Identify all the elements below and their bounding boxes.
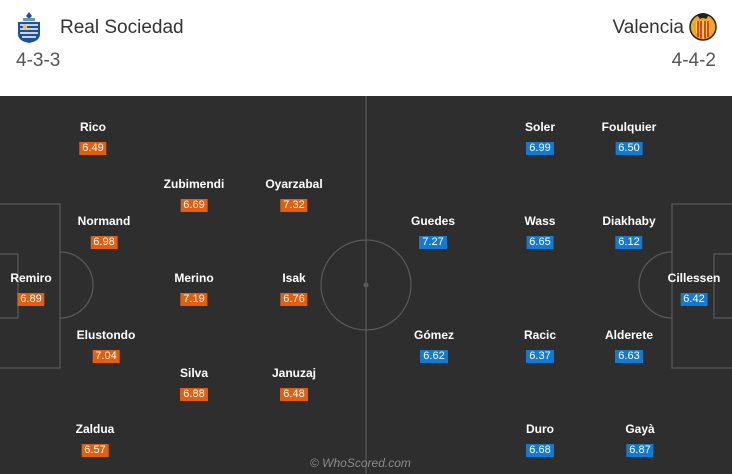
player-rating: 6.89 — [17, 293, 45, 306]
player-duro[interactable]: Duro 6.68 — [526, 422, 554, 457]
player-rating: 6.37 — [526, 350, 554, 363]
player-rating: 6.65 — [526, 236, 554, 249]
player-rating: 7.32 — [280, 199, 308, 212]
player-rating: 7.19 — [180, 293, 208, 306]
player-foulquier[interactable]: Foulquier 6.50 — [601, 120, 657, 155]
player-merino[interactable]: Merino 7.19 — [174, 271, 214, 306]
player-rating: 6.88 — [180, 388, 208, 401]
player-diakhaby[interactable]: Diakhaby 6.12 — [602, 214, 656, 249]
player-januzaj[interactable]: Januzaj 6.48 — [271, 366, 317, 401]
player-wass[interactable]: Wass 6.65 — [524, 214, 556, 249]
match-header: Real Sociedad 4-3-3 Valencia 4-4-2 — [0, 0, 732, 96]
player-rating: 6.99 — [526, 142, 554, 155]
player-rating: 6.49 — [79, 142, 107, 155]
player-oyarzabal[interactable]: Oyarzabal 7.32 — [265, 177, 323, 212]
watermark: © WhoScored.com — [310, 456, 411, 470]
player-silva[interactable]: Silva 6.88 — [179, 366, 209, 401]
player-isak[interactable]: Isak 6.76 — [280, 271, 308, 307]
pitch-markings — [0, 96, 732, 474]
player-rating: 6.42 — [680, 293, 708, 306]
valencia-crest-icon[interactable] — [688, 10, 718, 44]
player-rating: 6.48 — [280, 388, 308, 401]
player-rating: 6.69 — [180, 199, 208, 212]
player-zubimendi[interactable]: Zubimendi 6.69 — [163, 177, 225, 212]
player-rating: 6.62 — [420, 350, 448, 363]
player-rating: 6.12 — [615, 236, 643, 249]
player-rating: 6.76 — [280, 293, 308, 306]
player-alderete[interactable]: Alderete 6.63 — [604, 328, 654, 363]
player-cillessen[interactable]: Cillessen 6.42 — [667, 271, 721, 306]
pitch: Rico 6.49 Zubimendi 6.69 Oyarzabal 7.32 … — [0, 96, 732, 474]
player-rating: 6.87 — [626, 444, 654, 457]
player-remiro[interactable]: Remiro 6.89 — [10, 271, 52, 306]
away-team-name[interactable]: Valencia — [612, 17, 684, 38]
player-zaldua[interactable]: Zaldua 6.57 — [75, 422, 115, 457]
player-rating: 6.57 — [81, 444, 109, 457]
player-gomez[interactable]: Gómez 6.62 — [413, 328, 455, 363]
player-racic[interactable]: Racic 6.37 — [523, 328, 557, 363]
player-normand[interactable]: Normand 6.98 — [77, 214, 131, 249]
player-guedes[interactable]: Guedes 7.27 — [410, 214, 456, 249]
player-rating: 6.63 — [615, 350, 643, 363]
player-gaya[interactable]: Gayà 6.87 — [625, 422, 655, 457]
player-rating: 6.98 — [90, 236, 118, 249]
player-rating: 7.04 — [92, 350, 120, 363]
player-soler[interactable]: Soler 6.99 — [524, 120, 556, 155]
player-rating: 6.68 — [526, 444, 554, 457]
player-rating: 6.50 — [615, 142, 643, 155]
away-formation: 4-4-2 — [671, 50, 716, 71]
home-team-name[interactable]: Real Sociedad — [60, 17, 184, 38]
home-formation: 4-3-3 — [16, 50, 61, 71]
player-rico[interactable]: Rico 6.49 — [79, 120, 107, 155]
real-sociedad-crest-icon[interactable] — [14, 10, 44, 44]
player-rating: 7.27 — [419, 236, 447, 249]
player-elustondo[interactable]: Elustondo 7.04 — [76, 328, 136, 363]
